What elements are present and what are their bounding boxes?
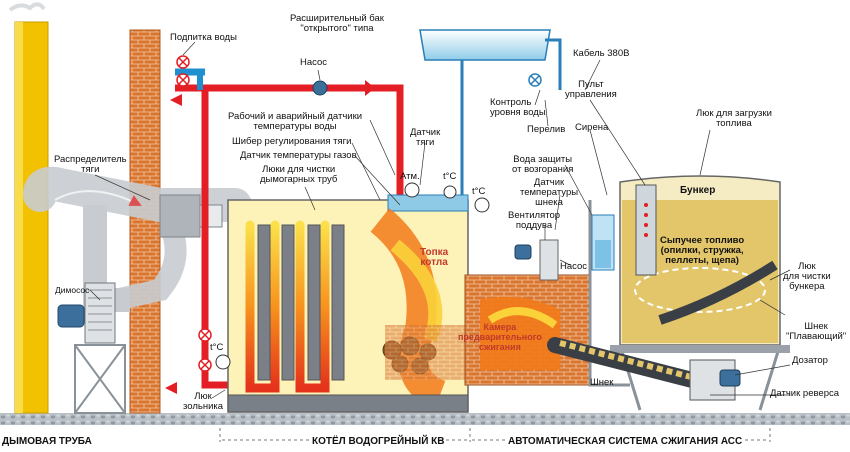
- label-backfire-water: Вода защиты от возгорания: [512, 154, 574, 175]
- label-doser: Дозатор: [792, 355, 828, 366]
- footer-acs-section: АВТОМАТИЧЕСКАЯ СИСТЕМА СЖИГАНИЯ АСС: [508, 436, 743, 447]
- flow-arrows: [165, 80, 375, 394]
- label-atm: Атм.: [400, 171, 420, 182]
- label-floating-auger: Шнек "Плавающий": [786, 321, 847, 342]
- brick-wall: [129, 29, 161, 414]
- leader-lines: [89, 41, 791, 399]
- label-water-supply: Подпитка воды: [170, 32, 237, 43]
- footer-boiler-section: КОТЁЛ ВОДОГРЕЙНЫЙ КВ: [312, 436, 445, 447]
- label-control-panel: Пульт управления: [565, 79, 617, 100]
- boiler-body: [227, 194, 469, 413]
- label-loading-hatch: Люк для загрузки топлива: [696, 108, 772, 129]
- label-temp-sensors-water: Рабочий и аварийный датчики температуры …: [228, 111, 363, 132]
- label-cleaning-hatch-bunker: Люк для чистки бункера: [783, 261, 831, 292]
- label-draft-sensor: Датчик тяги: [410, 127, 441, 148]
- label-tc1: t°C: [443, 171, 457, 182]
- label-blower-fan: Вентилятор поддува: [508, 210, 561, 231]
- label-flue-cleaning-hatches: Люки для чистки дымогарных труб: [260, 164, 338, 185]
- label-siren: Сирена: [575, 122, 609, 133]
- pump: [312, 80, 328, 96]
- label-chimney: ДЫМОВАЯ ТРУБА: [2, 436, 92, 447]
- label-draft-damper: Шибер регулирования тяги: [232, 136, 352, 147]
- label-gas-temp-sensor: Датчик температуры газов: [240, 150, 357, 161]
- label-pump2: Насос: [560, 261, 588, 272]
- label-pump: Насос: [300, 57, 328, 68]
- section-brackets: [219, 428, 771, 442]
- hot-pipes: [175, 68, 404, 389]
- auger-tube: [547, 260, 778, 401]
- label-auger-temp-sensor: Датчик температуры шнека: [520, 177, 579, 208]
- label-ash-hatch: Люк зольника: [183, 391, 224, 412]
- label-furnace: Топка котла: [420, 247, 449, 268]
- flue-duct: [23, 166, 252, 312]
- label-auger: Шнек: [590, 377, 614, 388]
- label-draft-distributor: Распределитель тяги: [54, 154, 127, 175]
- label-loose-fuel: Сыпучее топливо (опилки, стружка, пеллет…: [660, 235, 745, 266]
- chimney: [8, 2, 49, 414]
- label-bunker: Бункер: [680, 185, 716, 196]
- label-cable: Кабель 380В: [573, 48, 630, 59]
- expansion-tank: [419, 29, 562, 200]
- label-overflow: Перелив: [527, 124, 566, 135]
- label-tc2: t°C: [472, 186, 486, 197]
- label-precombustion-chamber: Камера предварительного сжигания: [458, 322, 542, 352]
- label-expansion-tank: Расширительный бак "открытого" типа: [290, 13, 384, 34]
- label-smoke-exhaust: Димосос: [55, 285, 90, 295]
- bunker: [610, 175, 790, 411]
- label-level-control: Контроль уровня воды: [490, 97, 546, 118]
- backfire-tank: [591, 214, 615, 271]
- valves: [176, 55, 542, 372]
- label-reverse-sensor: Датчик реверса: [770, 388, 840, 399]
- ground: [0, 413, 850, 425]
- gauges: [215, 182, 490, 370]
- precombustion-chamber: [464, 200, 630, 387]
- label-tc3: t°C: [210, 342, 224, 353]
- smoke-exhauster: [57, 282, 126, 414]
